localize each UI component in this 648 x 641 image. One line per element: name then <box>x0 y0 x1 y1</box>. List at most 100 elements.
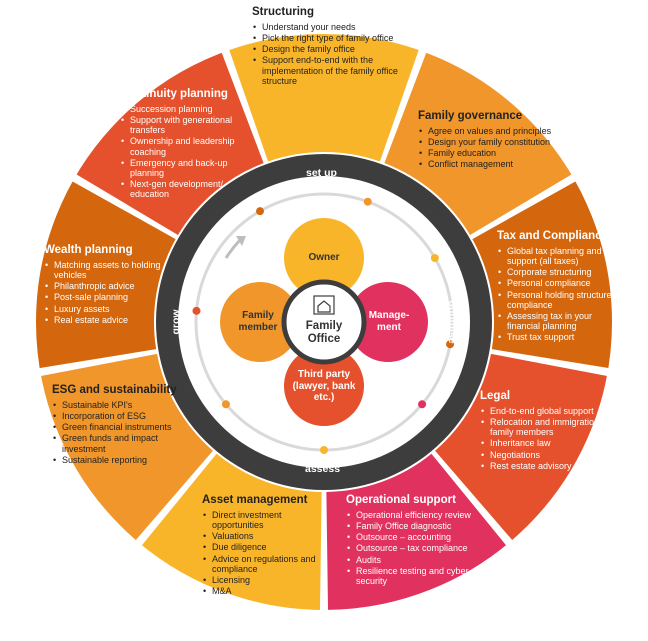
cycle-dot <box>363 197 372 206</box>
segment-item: Luxury assets <box>45 304 174 314</box>
segment-item: Family education <box>419 148 568 158</box>
petal-family-member <box>220 282 300 362</box>
segment-item: Outsource – accounting <box>347 532 471 542</box>
segment-item: Agree on values and principles <box>419 126 568 136</box>
segment-wealth: Wealth planning Matching assets to holdi… <box>44 244 174 326</box>
segment-item: Understand your needs <box>253 22 412 32</box>
segment-tax: Tax and Compliance Global tax planning a… <box>497 230 625 343</box>
segment-items: Global tax planning and support (all tax… <box>497 246 625 342</box>
segment-item: Family Office diagnostic <box>347 521 471 531</box>
segment-title: ESG and sustainability <box>52 384 177 396</box>
segment-item: Advice on regulations and compliance <box>203 554 326 574</box>
ring-label-setup: set up <box>306 167 337 179</box>
petal-management <box>348 282 428 362</box>
segment-items: Succession planningSupport with generati… <box>120 104 240 199</box>
segment-item: Outsource – tax compliance <box>347 543 471 553</box>
segment-item: Licensing <box>203 575 326 585</box>
segment-item: Resilience testing and cyber security <box>347 566 471 586</box>
segment-item: Emergency and back-up planning <box>121 158 240 178</box>
segment-structuring: Structuring Understand your needsPick th… <box>252 6 412 87</box>
segment-title: Wealth planning <box>44 244 133 256</box>
petal-third-party <box>284 346 364 426</box>
segment-item: Global tax planning and support (all tax… <box>498 246 625 266</box>
cycle-arrow-head <box>236 236 246 246</box>
segment-item: Philanthropic advice <box>45 281 174 291</box>
segment-item: Valuations <box>203 531 326 541</box>
petal-owner <box>284 218 364 298</box>
cycle-dot <box>418 400 427 409</box>
cycle-dots <box>192 197 455 454</box>
segment-item: Assessing tax in your financial planning <box>498 311 625 331</box>
segment-item: Personal holding structure compliance <box>498 290 625 310</box>
segment-item: Matching assets to holding vehicles <box>45 260 174 280</box>
segment-item: M&A <box>203 586 326 596</box>
segment-item: Sustainable reporting <box>53 455 192 465</box>
segment-items: Agree on values and principlesDesign you… <box>418 126 568 169</box>
segment-items: Understand your needsPick the right type… <box>252 22 412 85</box>
segment-item: Conflict management <box>419 159 568 169</box>
segment-item: Sustainable KPI's <box>53 400 192 410</box>
segment-asset: Asset management Direct investment oppor… <box>202 494 326 597</box>
segment-item: Post-sale planning <box>45 292 174 302</box>
petal-family-member-label: Family member <box>238 310 278 333</box>
segment-item: Design your family constitution <box>419 137 568 147</box>
segment-items: Direct investment opportunitiesValuation… <box>202 510 326 596</box>
segment-items: Operational efficiency reviewFamily Offi… <box>346 510 471 586</box>
segment-item: Audits <box>347 555 471 565</box>
segment-continuity: Continuity planning Succession planningS… <box>120 88 240 200</box>
cycle-dot <box>430 254 439 262</box>
segment-item: Personal compliance <box>498 278 625 288</box>
ring-label-optimise: optimise <box>446 300 458 344</box>
segment-item: Succession planning <box>121 104 240 114</box>
segment-item: Incorporation of ESG <box>53 411 192 421</box>
segment-item: Ownership and leadership coaching <box>121 136 240 156</box>
segment-item: Design the family office <box>253 44 412 54</box>
center-label: Family Office <box>305 320 343 346</box>
segment-title: Structuring <box>252 6 314 18</box>
ring-label-assess: assess <box>305 463 341 475</box>
segment-item: Relocation and immigration for family me… <box>481 417 620 437</box>
segment-family-governance: Family governance Agree on values and pr… <box>418 110 568 171</box>
segment-title: Tax and Compliance <box>497 230 608 242</box>
segment-items: Matching assets to holding vehiclesPhila… <box>44 260 174 325</box>
ring-label-grow: grow <box>170 309 182 335</box>
segment-esg: ESG and sustainability Sustainable KPI's… <box>52 384 192 466</box>
segment-item: Real estate advice <box>45 315 174 325</box>
segment-title: Legal <box>480 390 511 402</box>
segment-item: Direct investment opportunities <box>203 510 326 530</box>
segment-item: Operational efficiency review <box>347 510 471 520</box>
segment-operational: Operational support Operational efficien… <box>346 494 471 587</box>
segment-title: Family governance <box>418 110 523 122</box>
petal-management-label: Manage-ment <box>368 310 410 333</box>
cycle-dot <box>446 340 455 349</box>
cycle-dot <box>221 400 230 409</box>
segment-item: Pick the right type of family office <box>253 33 412 43</box>
segment-item: End-to-end global support <box>481 406 620 416</box>
petal-third-party-label: Third party (lawyer, bank etc.) <box>292 369 356 403</box>
segment-item: Corporate structuring <box>498 267 625 277</box>
petal-owner-label: Owner <box>308 252 340 263</box>
segment-item: Support with generational transfers <box>121 115 240 135</box>
segment-title: Operational support <box>346 494 456 506</box>
cycle-dot <box>256 207 264 216</box>
segment-item: Green funds and impact investment <box>53 433 192 453</box>
house-icon <box>313 295 335 315</box>
outer-edge-line <box>9 7 639 637</box>
segment-item: Trust tax support <box>498 332 625 342</box>
segment-item: Support end-to-end with the implementati… <box>253 55 412 85</box>
segment-item: Negotiations <box>481 450 620 460</box>
cycle-dot <box>192 306 201 315</box>
segment-item: Green financial instruments <box>53 422 192 432</box>
segment-items: Sustainable KPI'sIncorporation of ESGGre… <box>52 400 192 465</box>
cycle-dot <box>320 446 328 454</box>
segment-items: End-to-end global supportRelocation and … <box>480 406 620 471</box>
segment-wedge-family-governance <box>384 4 617 235</box>
segment-title: Asset management <box>202 494 308 506</box>
segment-item: Due diligence <box>203 542 326 552</box>
segment-item: Next-gen development/ education <box>121 179 240 199</box>
segment-legal: Legal End-to-end global supportRelocatio… <box>480 390 620 472</box>
segment-item: Rest estate advisory <box>481 461 620 471</box>
segment-item: Inheritance law <box>481 438 620 448</box>
segment-title: Continuity planning <box>120 88 228 100</box>
